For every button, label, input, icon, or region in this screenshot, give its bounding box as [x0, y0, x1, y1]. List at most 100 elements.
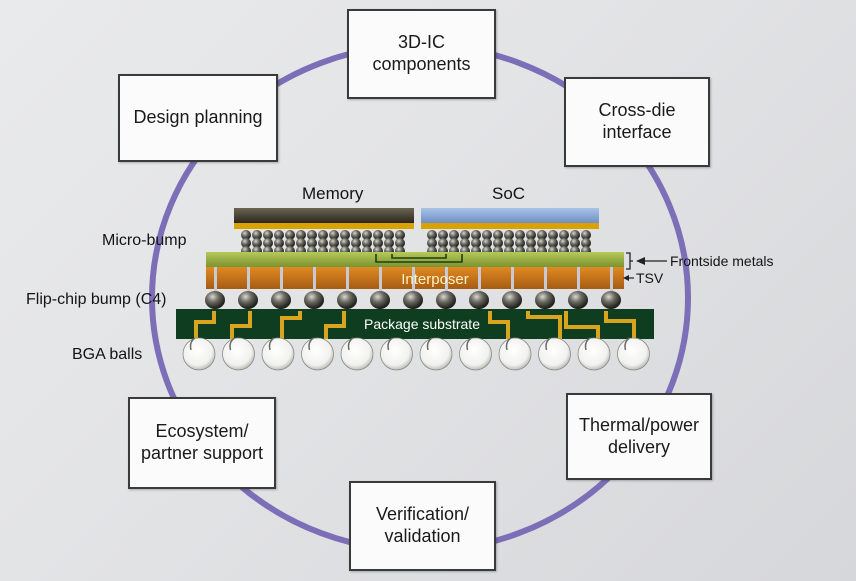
micro-bump	[296, 230, 306, 240]
micro-bump	[537, 238, 547, 248]
bga-ball	[380, 337, 413, 371]
c4-bump	[370, 291, 390, 309]
micro-bump	[570, 230, 580, 240]
box-thermal-power-delivery: Thermal/power delivery	[566, 393, 712, 480]
bga-balls	[182, 337, 650, 371]
micro-bump	[329, 238, 339, 248]
micro-bump	[318, 230, 328, 240]
micro-bump	[559, 238, 569, 248]
micro-bump	[362, 238, 372, 248]
frontside-bracket	[626, 252, 633, 270]
micro-bump	[559, 230, 569, 240]
micro-bump	[526, 238, 536, 248]
box-verification-validation: Verification/ validation	[349, 481, 496, 571]
micro-bump	[449, 230, 459, 240]
micro-bump	[548, 238, 558, 248]
micro-bump	[340, 230, 350, 240]
micro-bump	[263, 238, 273, 248]
bga-ball	[301, 337, 334, 371]
frontside-metals	[206, 252, 624, 267]
tsv	[379, 267, 382, 293]
bga-ball	[538, 337, 571, 371]
micro-bump	[438, 238, 448, 248]
box-design-planning: Design planning	[118, 74, 278, 162]
soc-die-base	[421, 223, 599, 229]
micro-bump	[252, 238, 262, 248]
c4-bump	[535, 291, 555, 309]
micro-bump	[395, 238, 405, 248]
bga-ball	[419, 337, 453, 371]
micro-bump	[307, 230, 317, 240]
bga-ball	[617, 337, 650, 371]
label-memory: Memory	[302, 184, 364, 203]
micro-bump	[285, 238, 295, 248]
box-3dic-components: 3D-IC components	[347, 9, 496, 99]
micro-bump	[307, 238, 317, 248]
micro-bump	[252, 230, 262, 240]
micro-bump	[526, 230, 536, 240]
micro-bump	[373, 238, 383, 248]
micro-bump	[471, 238, 481, 248]
bga-ball	[459, 337, 492, 371]
micro-bump	[482, 238, 492, 248]
memory-die	[234, 208, 414, 223]
c4-bump	[502, 291, 522, 309]
micro-bump	[340, 238, 350, 248]
c4-bump	[568, 291, 588, 309]
tsv	[544, 267, 547, 293]
frontside-arrowhead	[636, 257, 645, 265]
tsv-columns	[214, 267, 613, 293]
micro-bump	[482, 230, 492, 240]
c4-bump	[403, 291, 423, 309]
c4-bump	[304, 291, 324, 309]
micro-bump	[362, 230, 372, 240]
package-substrate	[176, 309, 654, 339]
tsv	[313, 267, 316, 293]
micro-bump	[373, 230, 383, 240]
micro-bump	[504, 230, 514, 240]
micro-bump	[438, 230, 448, 240]
label-frontside-metals: Frontside metals	[670, 253, 774, 269]
micro-bump	[471, 230, 481, 240]
micro-bump	[460, 238, 470, 248]
micro-bump	[570, 238, 580, 248]
tsv	[478, 267, 481, 293]
tsv-arrowhead	[623, 275, 629, 281]
label-soc: SoC	[492, 184, 526, 203]
box-cross-die-interface: Cross-die interface	[564, 77, 710, 167]
micro-bump	[515, 238, 525, 248]
bga-ball	[261, 337, 295, 371]
label-tsv: TSV	[636, 270, 664, 286]
label-micro-bump: Micro-bump	[102, 232, 187, 249]
micro-bump	[296, 238, 306, 248]
substrate-routing	[194, 311, 636, 339]
micro-bump	[241, 238, 251, 248]
bga-ball	[340, 337, 374, 371]
micro-bump	[351, 238, 361, 248]
micro-bump	[274, 238, 284, 248]
c4-bump	[469, 291, 489, 309]
bga-ball	[498, 337, 532, 371]
micro-bump	[460, 230, 470, 240]
tsv	[412, 267, 415, 293]
micro-bump	[537, 230, 547, 240]
c4-bump	[436, 291, 456, 309]
micro-bump	[493, 230, 503, 240]
tsv	[214, 267, 217, 293]
interposer-label: Interposer	[401, 271, 469, 288]
bga-ball	[577, 337, 611, 371]
micro-bump	[384, 238, 394, 248]
micro-bump	[449, 238, 459, 248]
micro-bump	[351, 230, 361, 240]
c4-bump	[337, 291, 357, 309]
micro-bump	[427, 238, 437, 248]
memory-die-base	[234, 223, 414, 229]
tsv	[346, 267, 349, 293]
c4-bump	[271, 291, 291, 309]
micro-bump	[395, 230, 405, 240]
c4-bump	[238, 291, 258, 309]
tsv	[247, 267, 250, 293]
c4-bump	[205, 291, 225, 309]
micro-bump	[515, 230, 525, 240]
label-bga-balls: BGA balls	[72, 346, 143, 363]
